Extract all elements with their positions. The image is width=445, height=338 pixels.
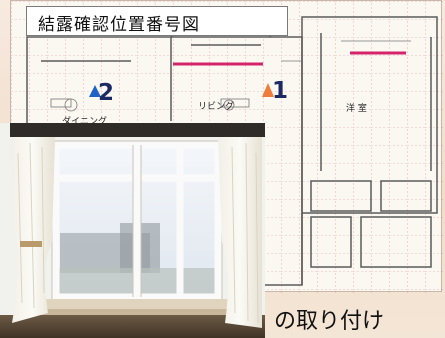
window-photo-illustration xyxy=(0,123,265,338)
title-box xyxy=(26,6,288,36)
marker-1-triangle xyxy=(262,83,274,97)
window-photo xyxy=(0,123,265,338)
marker-2-triangle xyxy=(89,85,101,97)
room-dining: ダイニング xyxy=(62,117,108,127)
room-western: 洋 室 xyxy=(346,104,367,114)
marker-1-label: 1 xyxy=(272,78,289,104)
caption: の取り付け xyxy=(274,309,385,334)
room-living: リビング xyxy=(198,102,235,112)
marker-2-label: 2 xyxy=(98,80,115,106)
plan-title: 結露確認位置番号図 xyxy=(38,15,200,35)
